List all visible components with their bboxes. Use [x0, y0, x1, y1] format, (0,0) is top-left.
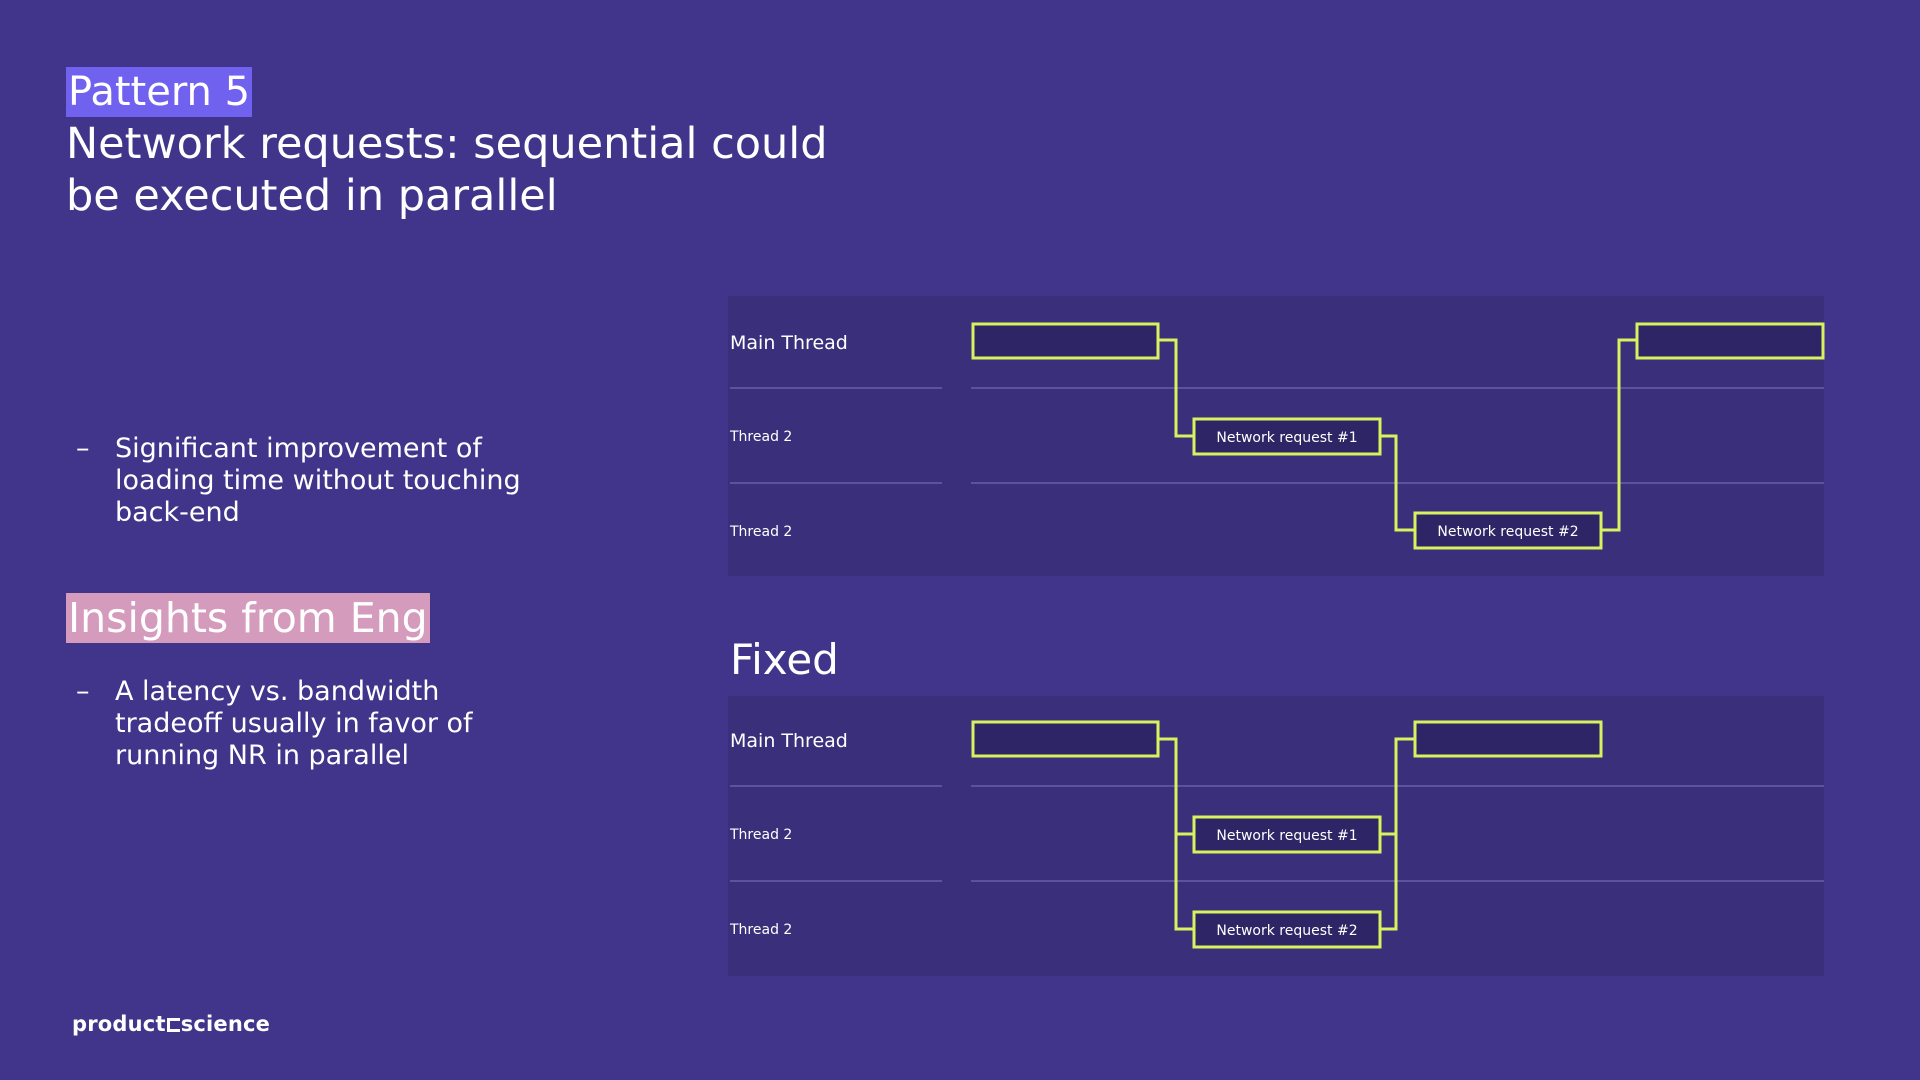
row-label-thread-2: Thread 2: [729, 524, 792, 540]
row-label-main-thread: Main Thread: [730, 730, 848, 752]
title-line-1: Network requests: sequential could: [66, 119, 828, 169]
main-thread-task: [1413, 720, 1603, 758]
row-label-main-thread: Main Thread: [730, 332, 848, 354]
main-thread-task: [971, 720, 1160, 758]
bullet-line: loading time without touching: [115, 465, 521, 496]
connector: [1158, 338, 1194, 438]
fixed-label: Fixed: [730, 635, 839, 684]
diagram-sequential: Main Thread Thread 2 Thread 2 Network re…: [728, 296, 1825, 576]
main-thread-task: [1635, 322, 1825, 360]
network-request-bar: [1192, 910, 1382, 949]
network-request-bar: [1192, 815, 1382, 854]
bullet-text: Significant improvement of loading time …: [115, 433, 585, 529]
connector: [1601, 338, 1637, 532]
network-request-bar: [1413, 511, 1603, 550]
bullet-line: back-end: [115, 497, 240, 528]
network-request-label: Network request #2: [1437, 524, 1578, 540]
title-line-2: be executed in parallel: [66, 171, 558, 221]
diagram-parallel: Main Thread Thread 2 Thread 2 Network re…: [728, 696, 1824, 976]
dependency-lines: [1158, 338, 1637, 532]
pattern-label: Pattern 5: [66, 67, 253, 117]
bullet-text: A latency vs. bandwidth tradeoff usually…: [115, 676, 585, 772]
page-title: Network requests: sequential could be ex…: [66, 118, 946, 222]
logo-mark-icon: [166, 1018, 180, 1032]
row-label-thread-2: Thread 2: [729, 827, 792, 843]
network-request-label: Network request #1: [1216, 828, 1357, 844]
bullet-line: tradeoff usually in favor of: [115, 708, 473, 739]
connector: [1380, 434, 1415, 532]
row-label-thread-2: Thread 2: [729, 922, 792, 938]
logo-text-product: product: [72, 1012, 166, 1036]
main-thread-task: [971, 322, 1160, 360]
insights-heading: Insights from Eng: [66, 593, 430, 643]
logo-text-science: science: [180, 1012, 271, 1036]
dependency-lines: [1158, 737, 1415, 931]
bullet-line: A latency vs. bandwidth: [115, 676, 440, 707]
bullet-line: running NR in parallel: [115, 740, 409, 771]
bullet-dash: –: [76, 433, 90, 464]
bullet-dash: –: [76, 676, 90, 707]
network-request-bar: [1192, 417, 1382, 456]
product-science-logo: product science: [72, 1012, 270, 1036]
bullet-line: Significant improvement of: [115, 433, 482, 464]
row-label-thread-2: Thread 2: [729, 429, 792, 445]
network-request-label: Network request #1: [1216, 430, 1357, 446]
network-request-label: Network request #2: [1216, 923, 1357, 939]
